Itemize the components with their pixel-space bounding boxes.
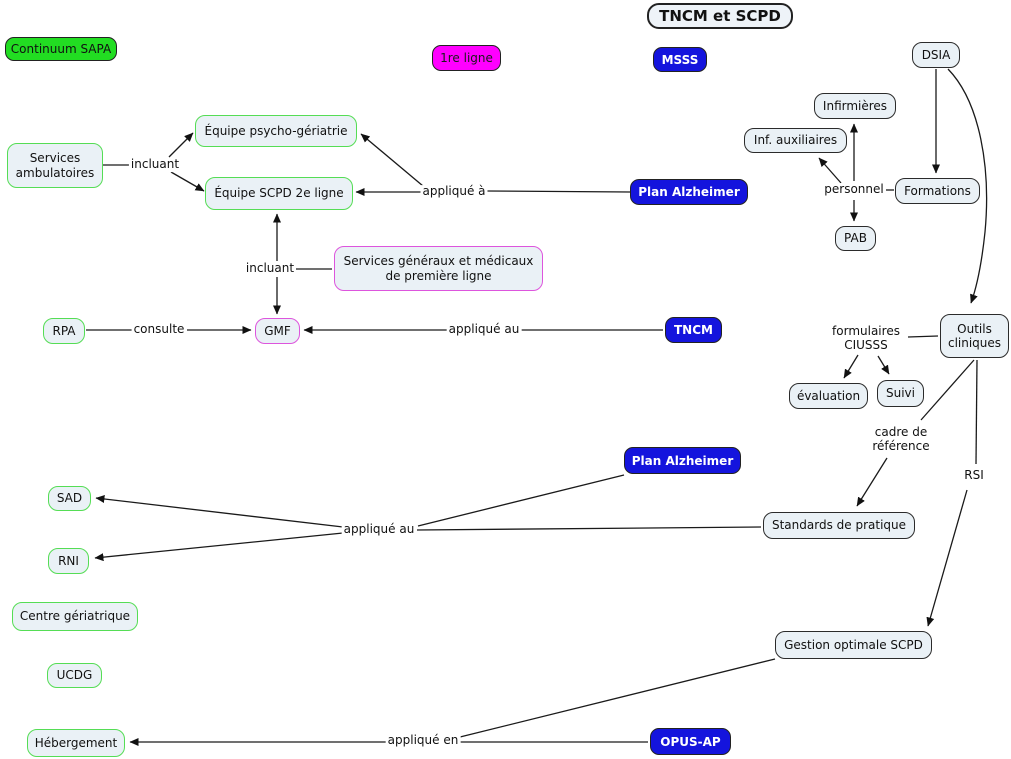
node-services-ambulatoires[interactable]: Services ambulatoires [7, 143, 103, 188]
node-ucdg[interactable]: UCDG [47, 663, 102, 688]
edge-label-rsi[interactable]: RSI [962, 468, 986, 483]
node-pab[interactable]: PAB [835, 226, 876, 251]
node-equipe-psycho-geriatrie[interactable]: Équipe psycho-gériatrie [195, 115, 357, 147]
node-opus-ap[interactable]: OPUS-AP [650, 728, 731, 755]
edge-label-formulaires-ciusss[interactable]: formulaires CIUSSS [830, 324, 902, 353]
edge-label-applique-au-2[interactable]: appliqué au [341, 522, 417, 537]
map-title: TNCM et SCPD [647, 3, 793, 29]
node-hebergement[interactable]: Hébergement [27, 729, 125, 757]
node-plan-alzheimer-2[interactable]: Plan Alzheimer [624, 447, 741, 474]
node-evaluation[interactable]: évaluation [789, 383, 868, 409]
node-services-generaux-premiere-ligne[interactable]: Services généraux et médicaux de premièr… [334, 246, 543, 291]
node-inf-auxiliaires[interactable]: Inf. auxiliaires [744, 128, 847, 153]
node-equipe-scpd-2e-ligne[interactable]: Équipe SCPD 2e ligne [205, 177, 353, 210]
node-formations[interactable]: Formations [895, 178, 980, 204]
node-gestion-optimale-scpd[interactable]: Gestion optimale SCPD [775, 631, 932, 659]
edge-label-incluant-2[interactable]: incluant [243, 261, 297, 276]
node-sad[interactable]: SAD [48, 486, 91, 511]
node-centre-geriatrique[interactable]: Centre gériatrique [12, 602, 138, 631]
edge-label-applique-au-1[interactable]: appliqué au [446, 322, 522, 337]
node-standards-de-pratique[interactable]: Standards de pratique [763, 512, 915, 539]
edge-label-cadre-de-reference[interactable]: cadre de référence [870, 425, 932, 454]
node-gmf[interactable]: GMF [255, 318, 300, 344]
edge-label-applique-en[interactable]: appliqué en [385, 733, 461, 748]
node-infirmieres[interactable]: Infirmières [814, 93, 896, 119]
node-suivi[interactable]: Suivi [877, 380, 924, 407]
edge-label-applique-a[interactable]: appliqué à [420, 184, 488, 199]
node-rpa[interactable]: RPA [43, 318, 85, 344]
node-dsia[interactable]: DSIA [912, 42, 960, 68]
node-msss[interactable]: MSSS [653, 47, 707, 72]
node-outils-cliniques[interactable]: Outils cliniques [940, 314, 1009, 358]
node-plan-alzheimer-1[interactable]: Plan Alzheimer [630, 179, 748, 205]
node-1re-ligne[interactable]: 1re ligne [432, 45, 501, 71]
node-tncm[interactable]: TNCM [665, 317, 722, 343]
edge-label-incluant-1[interactable]: incluant [128, 157, 182, 172]
edge-label-personnel[interactable]: personnel [822, 182, 886, 197]
edge-label-consulte[interactable]: consulte [131, 322, 187, 337]
node-rni[interactable]: RNI [48, 548, 89, 574]
node-continuum-sapa[interactable]: Continuum SAPA [5, 37, 117, 61]
